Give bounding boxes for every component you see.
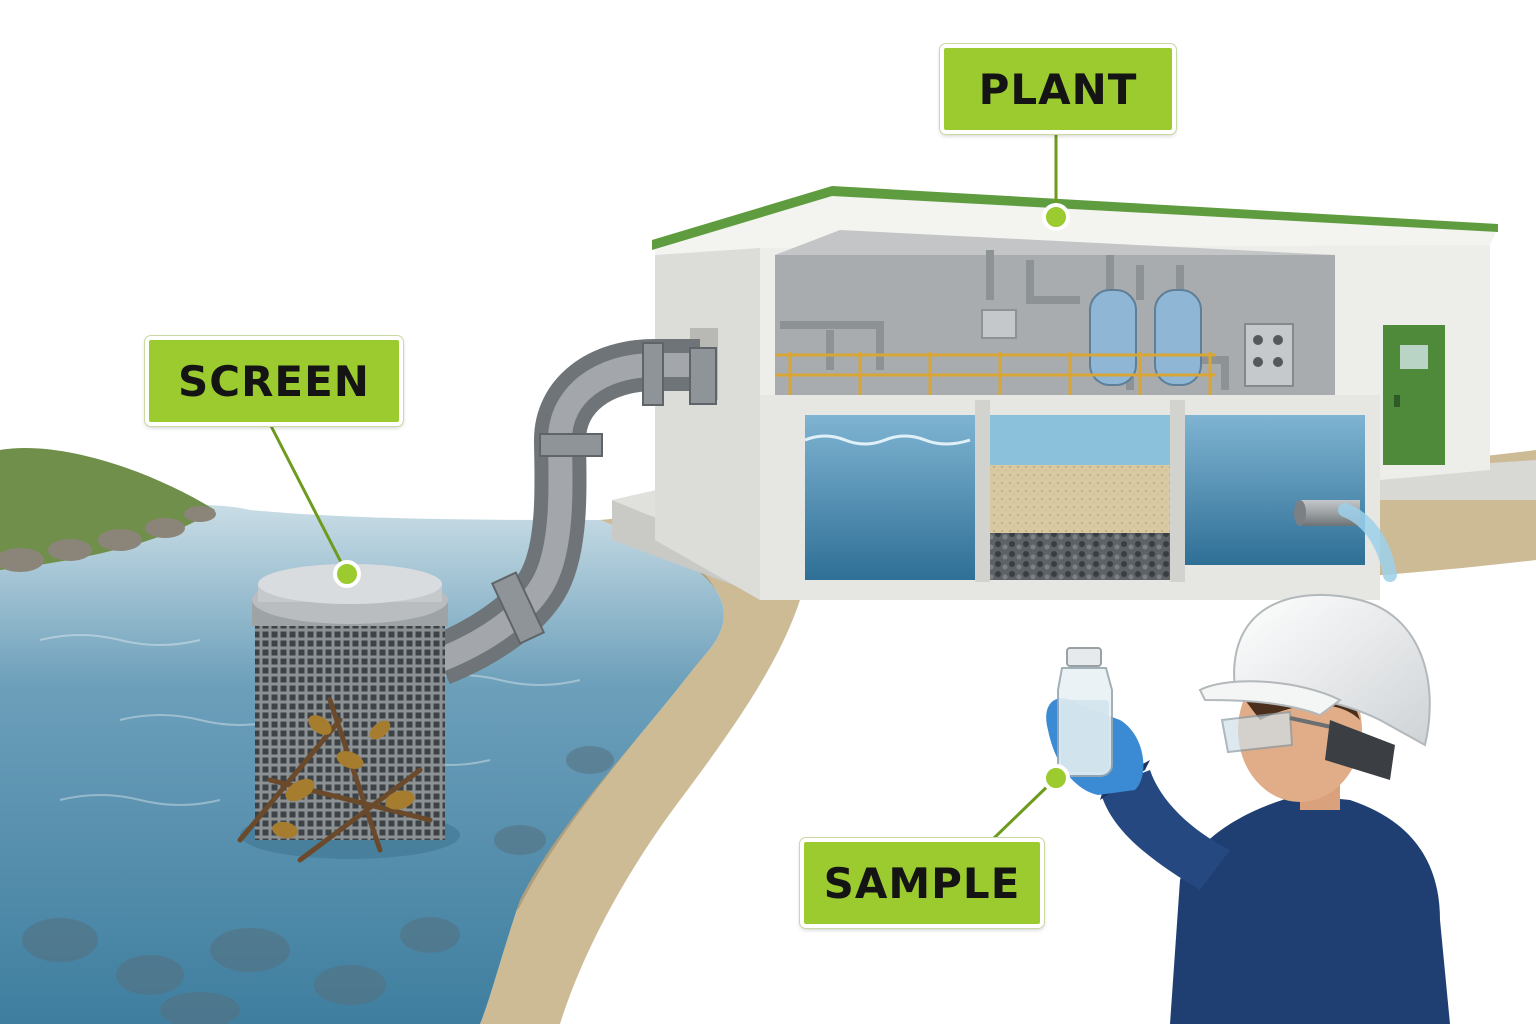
riverbank <box>480 450 1536 1024</box>
sample-bottle <box>1057 647 1113 777</box>
intake-pipe <box>430 339 717 685</box>
plant-label: PLANT <box>940 44 1176 134</box>
sample-marker <box>1042 764 1070 792</box>
screen-marker <box>333 560 361 588</box>
screen-label: SCREEN <box>145 336 403 426</box>
leader-lines <box>268 134 1058 842</box>
treatment-plant <box>652 186 1498 600</box>
sample-label: SAMPLE <box>800 838 1044 928</box>
technician <box>1046 594 1450 1024</box>
leader-dots <box>333 203 1070 792</box>
plant-marker <box>1042 203 1070 231</box>
grass-bank <box>0 448 215 570</box>
intake-screen <box>237 564 460 863</box>
